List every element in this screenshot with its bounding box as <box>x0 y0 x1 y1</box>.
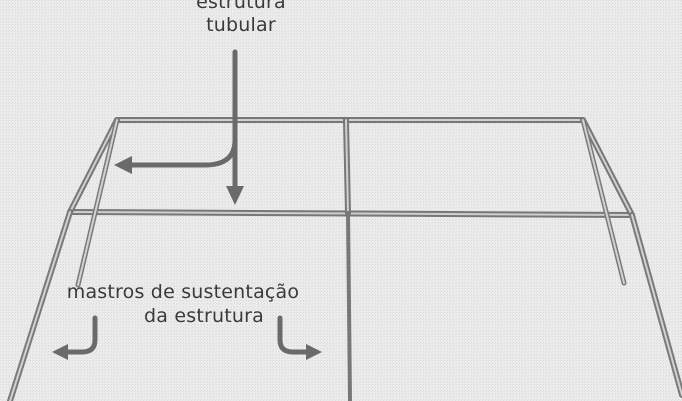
arrowhead-back-left <box>114 156 132 174</box>
arrow-to-left-mast <box>63 315 98 355</box>
arrowhead-front-rail <box>226 186 244 205</box>
label-tubular-structure-line1: estrutura <box>196 0 286 13</box>
arrowhead-right-mast <box>306 344 322 360</box>
support-masts <box>7 117 682 401</box>
tubular-frame <box>67 117 635 401</box>
frame-center-lower <box>346 211 352 401</box>
arrows <box>52 49 322 360</box>
arrow-to-back-left <box>127 137 238 168</box>
arrowhead-left-mast <box>52 344 68 360</box>
label-tubular-structure-line2: tubular <box>206 14 276 36</box>
arrow-to-right-mast <box>277 315 311 355</box>
label-support-masts-line1: mastros de sustentação <box>66 281 300 303</box>
label-support-masts-line2: da estrutura <box>144 305 264 327</box>
